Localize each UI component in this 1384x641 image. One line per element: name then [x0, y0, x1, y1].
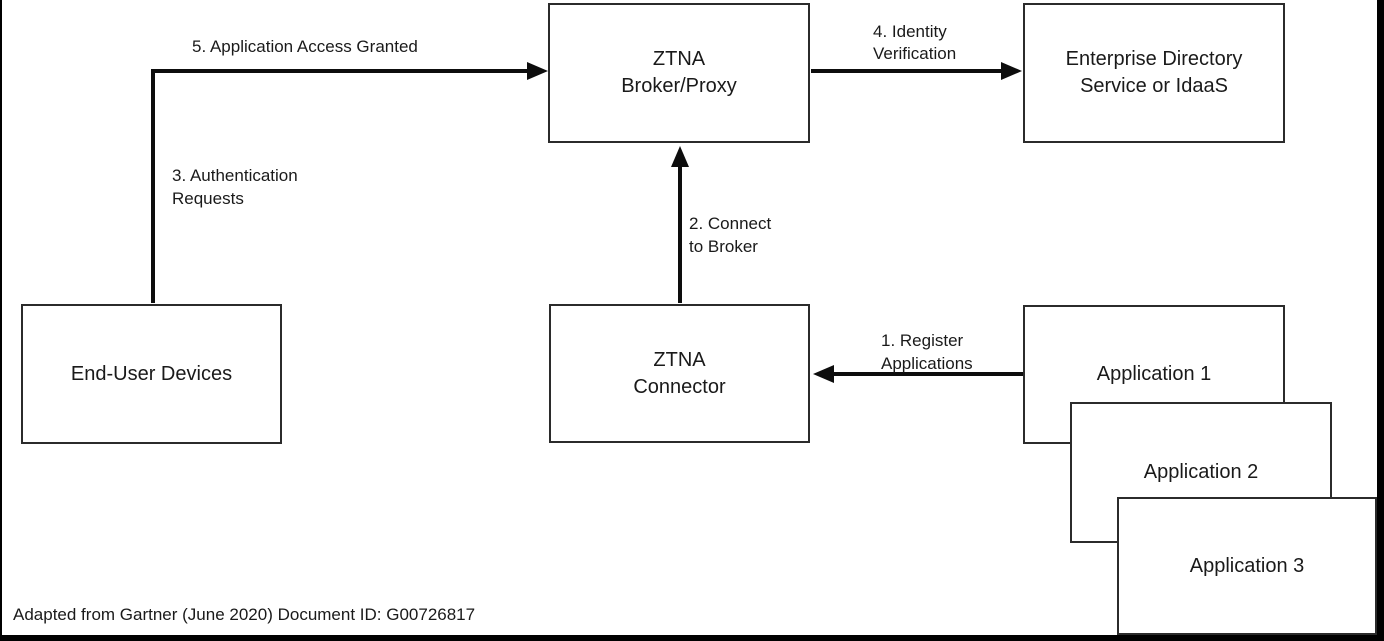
frame-edge-bottom	[0, 635, 1384, 641]
node-label: ZTNA Broker/Proxy	[621, 48, 737, 97]
node-label: ZTNA Connector	[633, 348, 726, 398]
label-authentication-requests: 3. Authentication Requests	[172, 166, 298, 208]
node-label: Application 1	[1096, 363, 1212, 385]
arrowhead-right-icon	[1001, 62, 1022, 80]
label-identity-verification: 4. Identity Verification	[873, 22, 957, 63]
node-ztna-broker-proxy: ZTNA Broker/Proxy	[548, 3, 810, 143]
frame-edge-left	[0, 0, 2, 641]
frame-edge-right	[1377, 0, 1384, 641]
node-enterprise-directory: Enterprise Directory Service or IdaaS	[1023, 3, 1285, 143]
label-connect-to-broker: 2. Connect to Broker	[689, 214, 772, 256]
arrowhead-left-icon	[813, 365, 834, 383]
arrowhead-right-icon	[527, 62, 548, 80]
node-end-user-devices: End-User Devices	[21, 304, 282, 444]
label-register-applications: 1. Register Applications	[881, 331, 973, 373]
label-application-access-granted: 5. Application Access Granted	[192, 37, 418, 56]
attribution-text: Adapted from Gartner (June 2020) Documen…	[13, 605, 476, 624]
node-label: End-User Devices	[70, 362, 233, 385]
arrow-connect-to-broker	[671, 146, 689, 303]
node-application-3: Application 3	[1117, 497, 1377, 635]
node-label: Application 2	[1143, 461, 1259, 483]
node-label: Enterprise Directory Service or IdaaS	[1065, 48, 1243, 97]
arrowhead-up-icon	[671, 146, 689, 167]
node-ztna-connector: ZTNA Connector	[549, 304, 810, 443]
node-label: Application 3	[1189, 554, 1305, 577]
